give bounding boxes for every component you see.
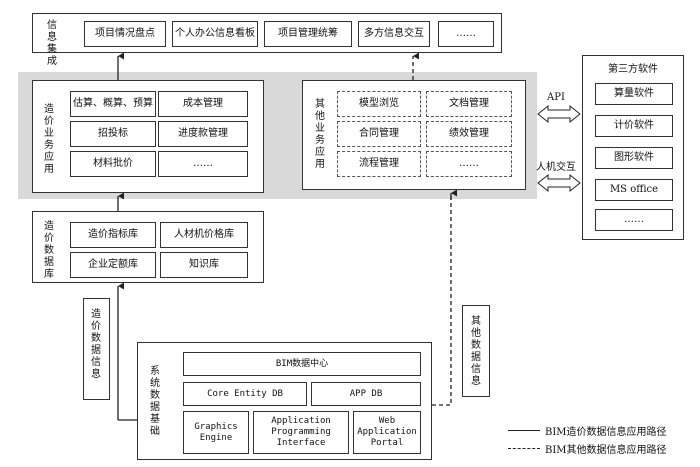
cost-db-price-library: 人材机价格库: [160, 222, 248, 248]
cost-app-cost-management: 成本管理: [158, 91, 248, 117]
web-application-portal: Web Application Portal: [353, 411, 421, 454]
third-party-ms-office: MS office: [595, 179, 673, 201]
app-db: APP DB: [311, 382, 421, 406]
bim-data-center: BIM数据中心: [183, 352, 421, 376]
legend-solid-line: [508, 430, 540, 431]
other-app-document-management: 文档管理: [426, 91, 512, 117]
other-app-contract-management: 合同管理: [337, 121, 421, 147]
third-party-more: ……: [595, 209, 673, 231]
cost-app-bidding: 招投标: [70, 121, 156, 147]
cost-app-progress-payment: 进度款管理: [158, 121, 248, 147]
cost-app-more: ……: [158, 151, 248, 177]
api-connector-label: API: [547, 92, 565, 103]
line-system-to-other-path: [432, 196, 452, 406]
cost-app-estimate: 估算、概算、预算: [70, 91, 156, 117]
other-data-info-label: 其他数据信息: [471, 316, 481, 387]
cost-db-knowledge-base: 知识库: [160, 252, 248, 278]
other-data-info-box: [462, 305, 490, 397]
third-party-graphics-software: 图形软件: [595, 147, 673, 169]
third-party-quantity-software: 算量软件: [595, 83, 673, 105]
third-party-pricing-software: 计价软件: [595, 115, 673, 137]
info-integration-label: 信息集成: [47, 20, 63, 67]
other-apps-label: 其他业务应用: [315, 99, 325, 170]
info-item-multi-party-exchange: 多方信息交互: [358, 21, 430, 47]
info-item-office-dashboard: 个人办公信息看板: [172, 21, 258, 47]
cost-db-index-library: 造价指标库: [70, 222, 156, 248]
legend-dashed-label: BIM其他数据信息应用路径: [545, 445, 667, 456]
cost-app-material-pricing: 材料批价: [70, 151, 156, 177]
cost-data-info-box: [83, 298, 110, 400]
cost-db-label: 造价数据库: [44, 221, 54, 280]
hci-connector-label: 人机交互: [536, 162, 576, 173]
hci-double-arrow: [537, 173, 581, 193]
other-app-process-management: 流程管理: [337, 151, 421, 177]
cost-db-quota-library: 企业定额库: [70, 252, 156, 278]
graphics-engine: Graphics Engine: [183, 411, 249, 454]
info-item-project-overview: 项目情况盘点: [84, 21, 166, 47]
other-app-model-browse: 模型浏览: [337, 91, 421, 117]
legend-dashed-line: [508, 448, 540, 449]
info-item-more: ……: [438, 21, 494, 47]
info-item-project-coordination: 项目管理统筹: [264, 21, 352, 47]
cost-data-info-label: 造价数据信息: [91, 309, 101, 380]
other-app-performance-management: 绩效管理: [426, 121, 512, 147]
third-party-title: 第三方软件: [608, 64, 658, 75]
core-entity-db: Core Entity DB: [183, 382, 307, 406]
legend-solid-label: BIM造价数据信息应用路径: [545, 427, 667, 438]
api-double-arrow: [537, 104, 581, 124]
system-base-label: 系统数据基础: [150, 366, 160, 437]
cost-apps-label: 造价业务应用: [44, 104, 54, 175]
other-app-more: ……: [426, 151, 512, 177]
application-programming-interface: Application Programming Interface: [253, 411, 349, 454]
